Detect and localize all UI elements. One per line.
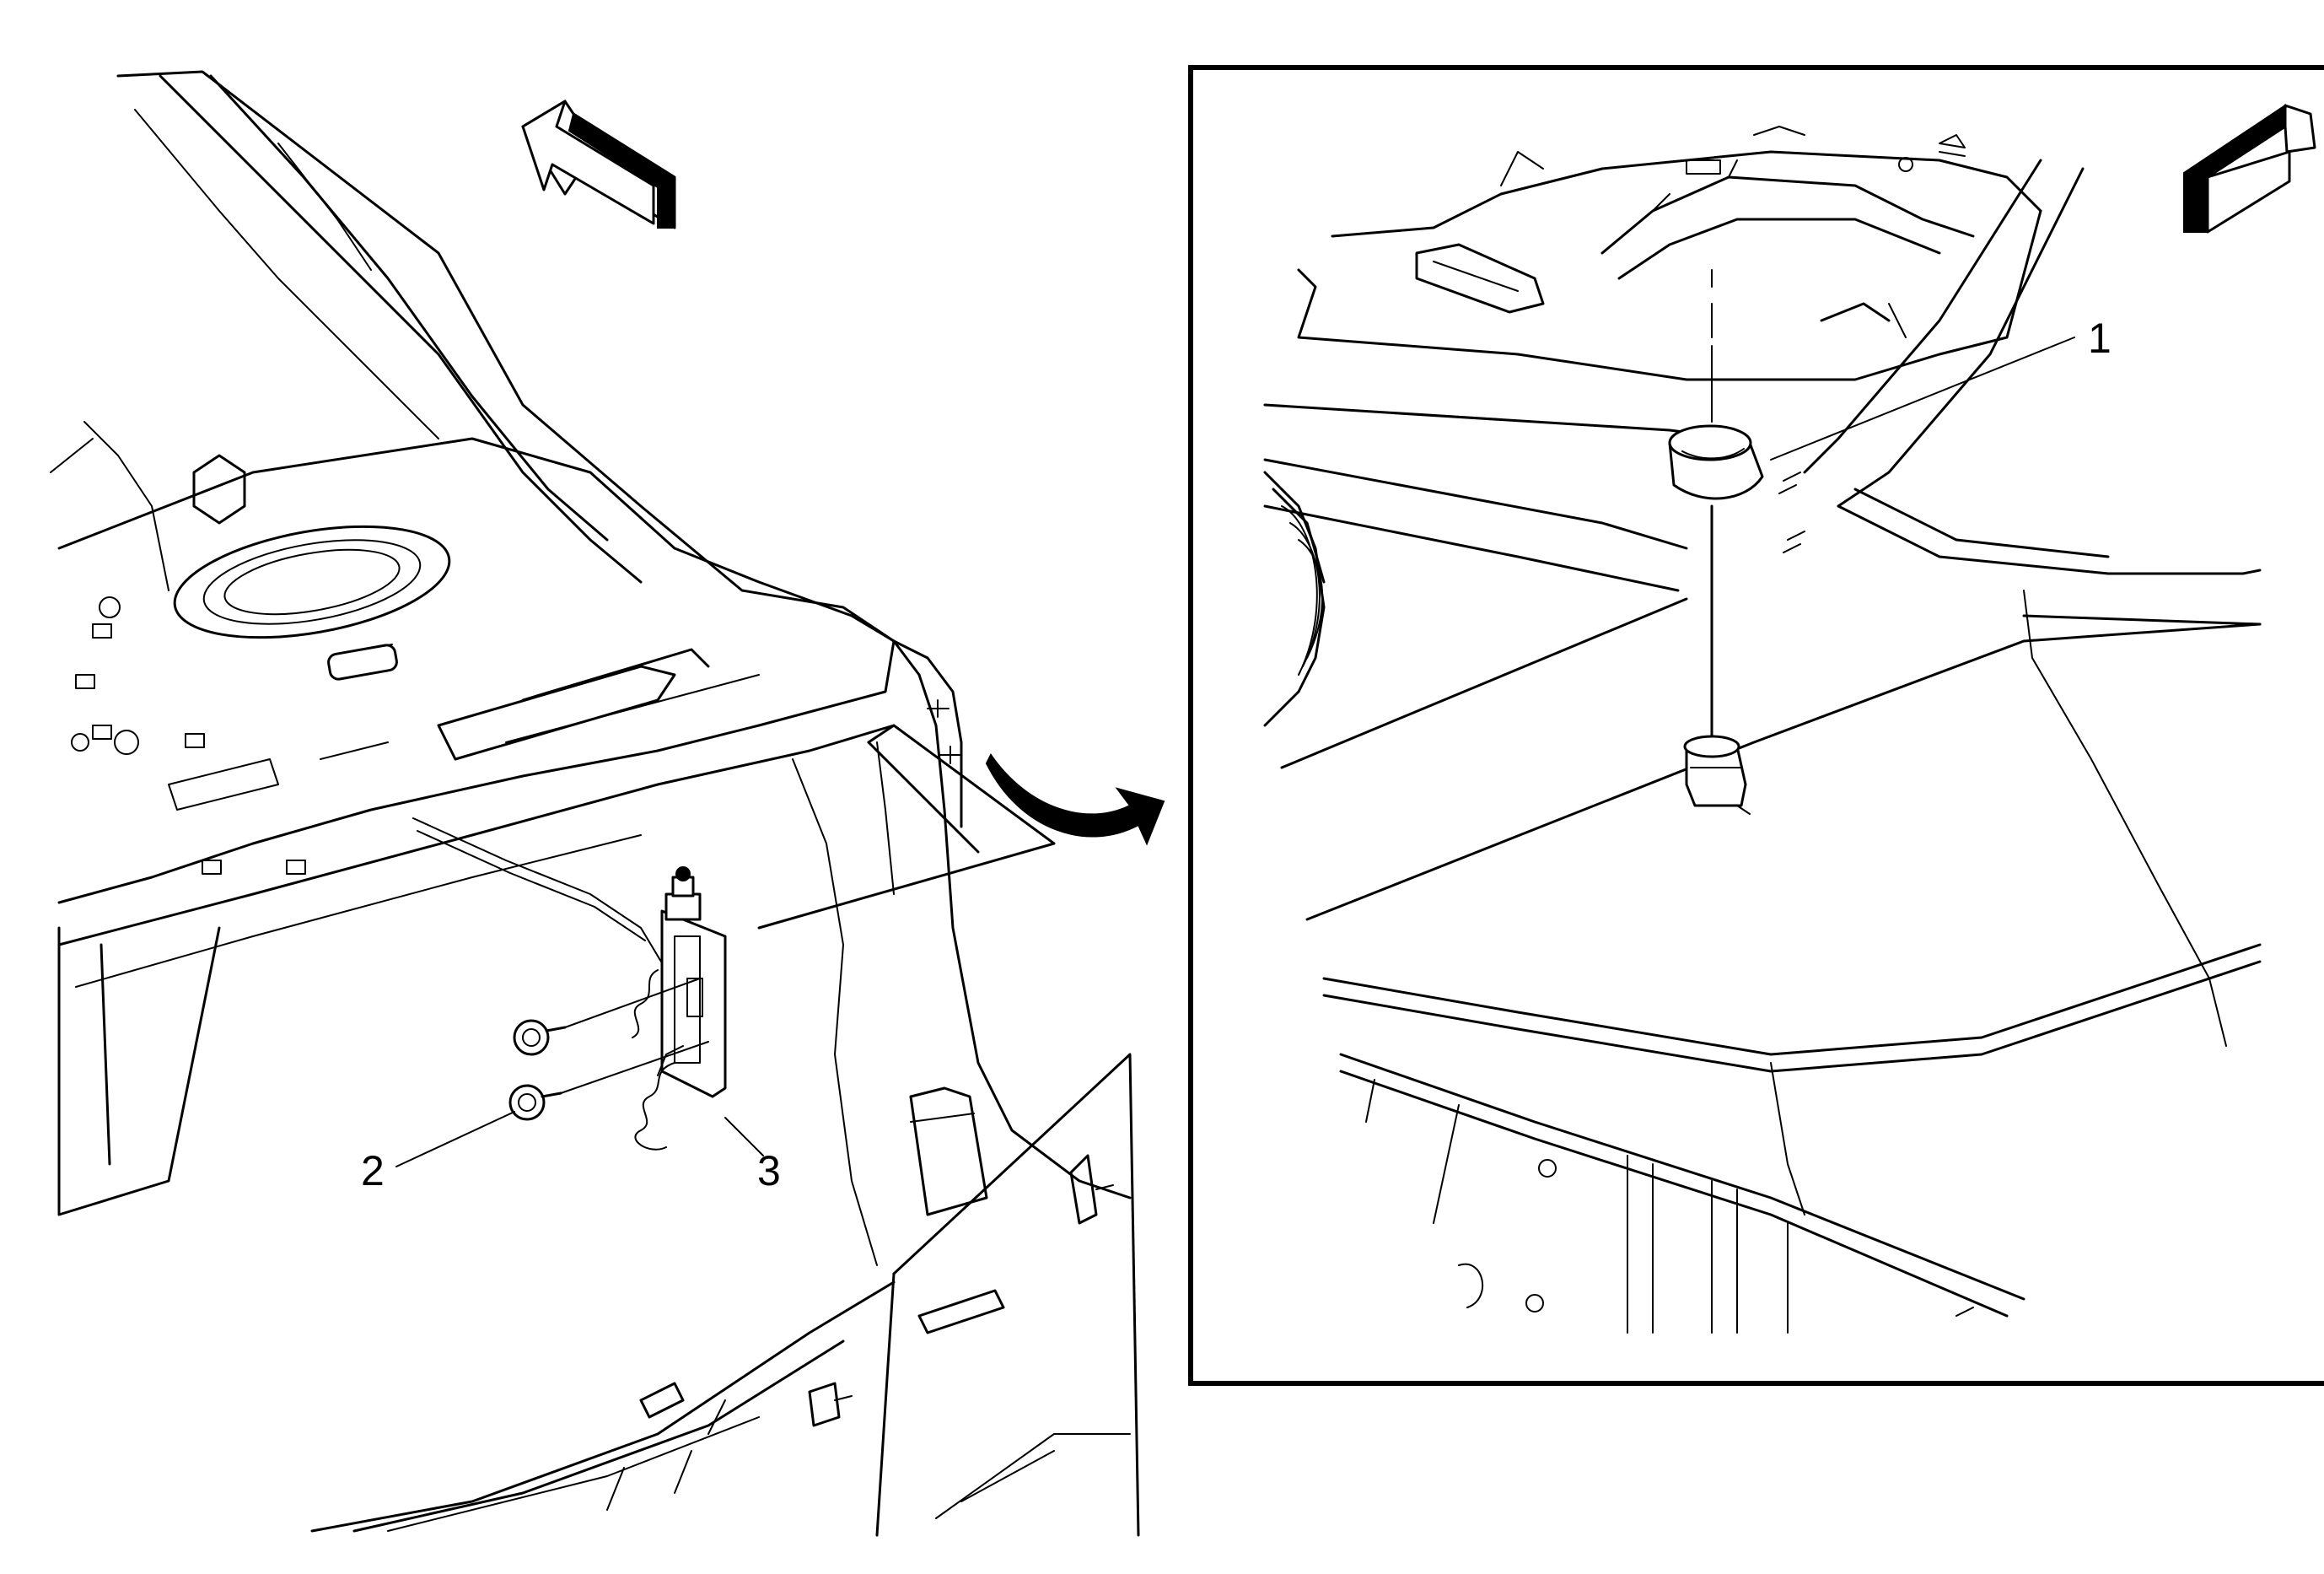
front-direction-arrow-icon xyxy=(2183,104,2316,234)
antenna-mast-grommet xyxy=(1668,424,1764,500)
front-direction-arrow-icon xyxy=(521,100,676,229)
antenna-connector xyxy=(1683,735,1751,815)
detail-view-drawing xyxy=(1263,126,2262,1334)
callout-2: 2 xyxy=(361,1147,385,1194)
bolt-upper xyxy=(513,1019,567,1056)
callout-3: 3 xyxy=(757,1147,781,1194)
main-view-vehicle-rear-structure xyxy=(50,70,1140,1537)
detail-view-curved-arrow-icon xyxy=(985,753,1165,846)
detail-view-frame xyxy=(1188,65,2324,1386)
bolt-lower xyxy=(508,1084,562,1121)
callout-1: 1 xyxy=(2088,315,2112,362)
